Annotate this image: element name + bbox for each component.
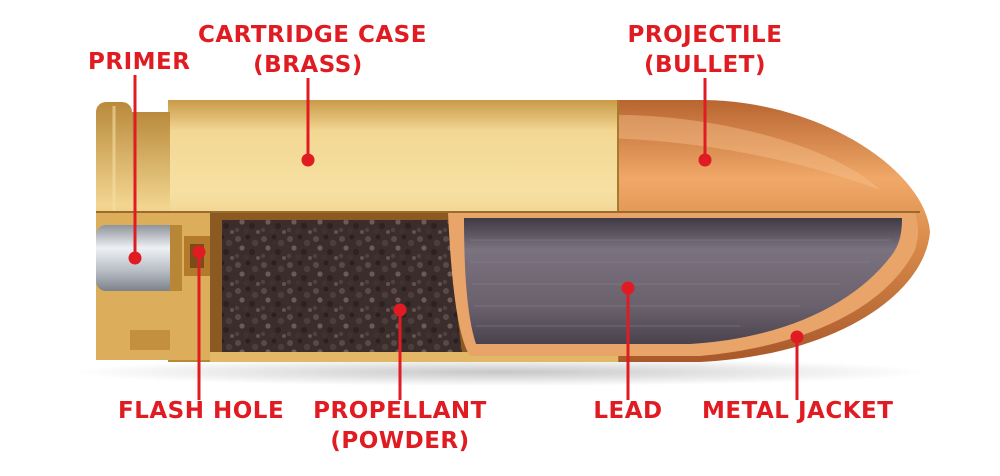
label-primer-text: PRIMER — [88, 49, 191, 75]
label-metal-jacket: METAL JACKET — [702, 396, 894, 426]
propellant-powder — [222, 220, 462, 352]
label-projectile: PROJECTILE (BULLET) — [610, 20, 800, 80]
label-propellant-line2: (POWDER) — [330, 428, 470, 454]
label-cartridge-case-line1: CARTRIDGE CASE — [198, 22, 427, 48]
label-lead: LEAD — [588, 396, 668, 426]
label-cartridge-case-line2: (BRASS) — [253, 52, 363, 78]
label-lead-text: LEAD — [593, 398, 663, 424]
label-projectile-line2: (BULLET) — [644, 52, 766, 78]
lead-core — [464, 218, 902, 344]
label-primer: PRIMER — [88, 47, 191, 77]
label-propellant-line1: PROPELLANT — [313, 398, 487, 424]
label-projectile-line1: PROJECTILE — [627, 22, 783, 48]
label-flash-hole: FLASH HOLE — [118, 396, 285, 426]
label-propellant: PROPELLANT (POWDER) — [310, 396, 490, 456]
label-cartridge-case: CARTRIDGE CASE (BRASS) — [198, 20, 427, 80]
label-metal-jacket-text: METAL JACKET — [702, 398, 894, 424]
label-flash-hole-text: FLASH HOLE — [118, 398, 285, 424]
